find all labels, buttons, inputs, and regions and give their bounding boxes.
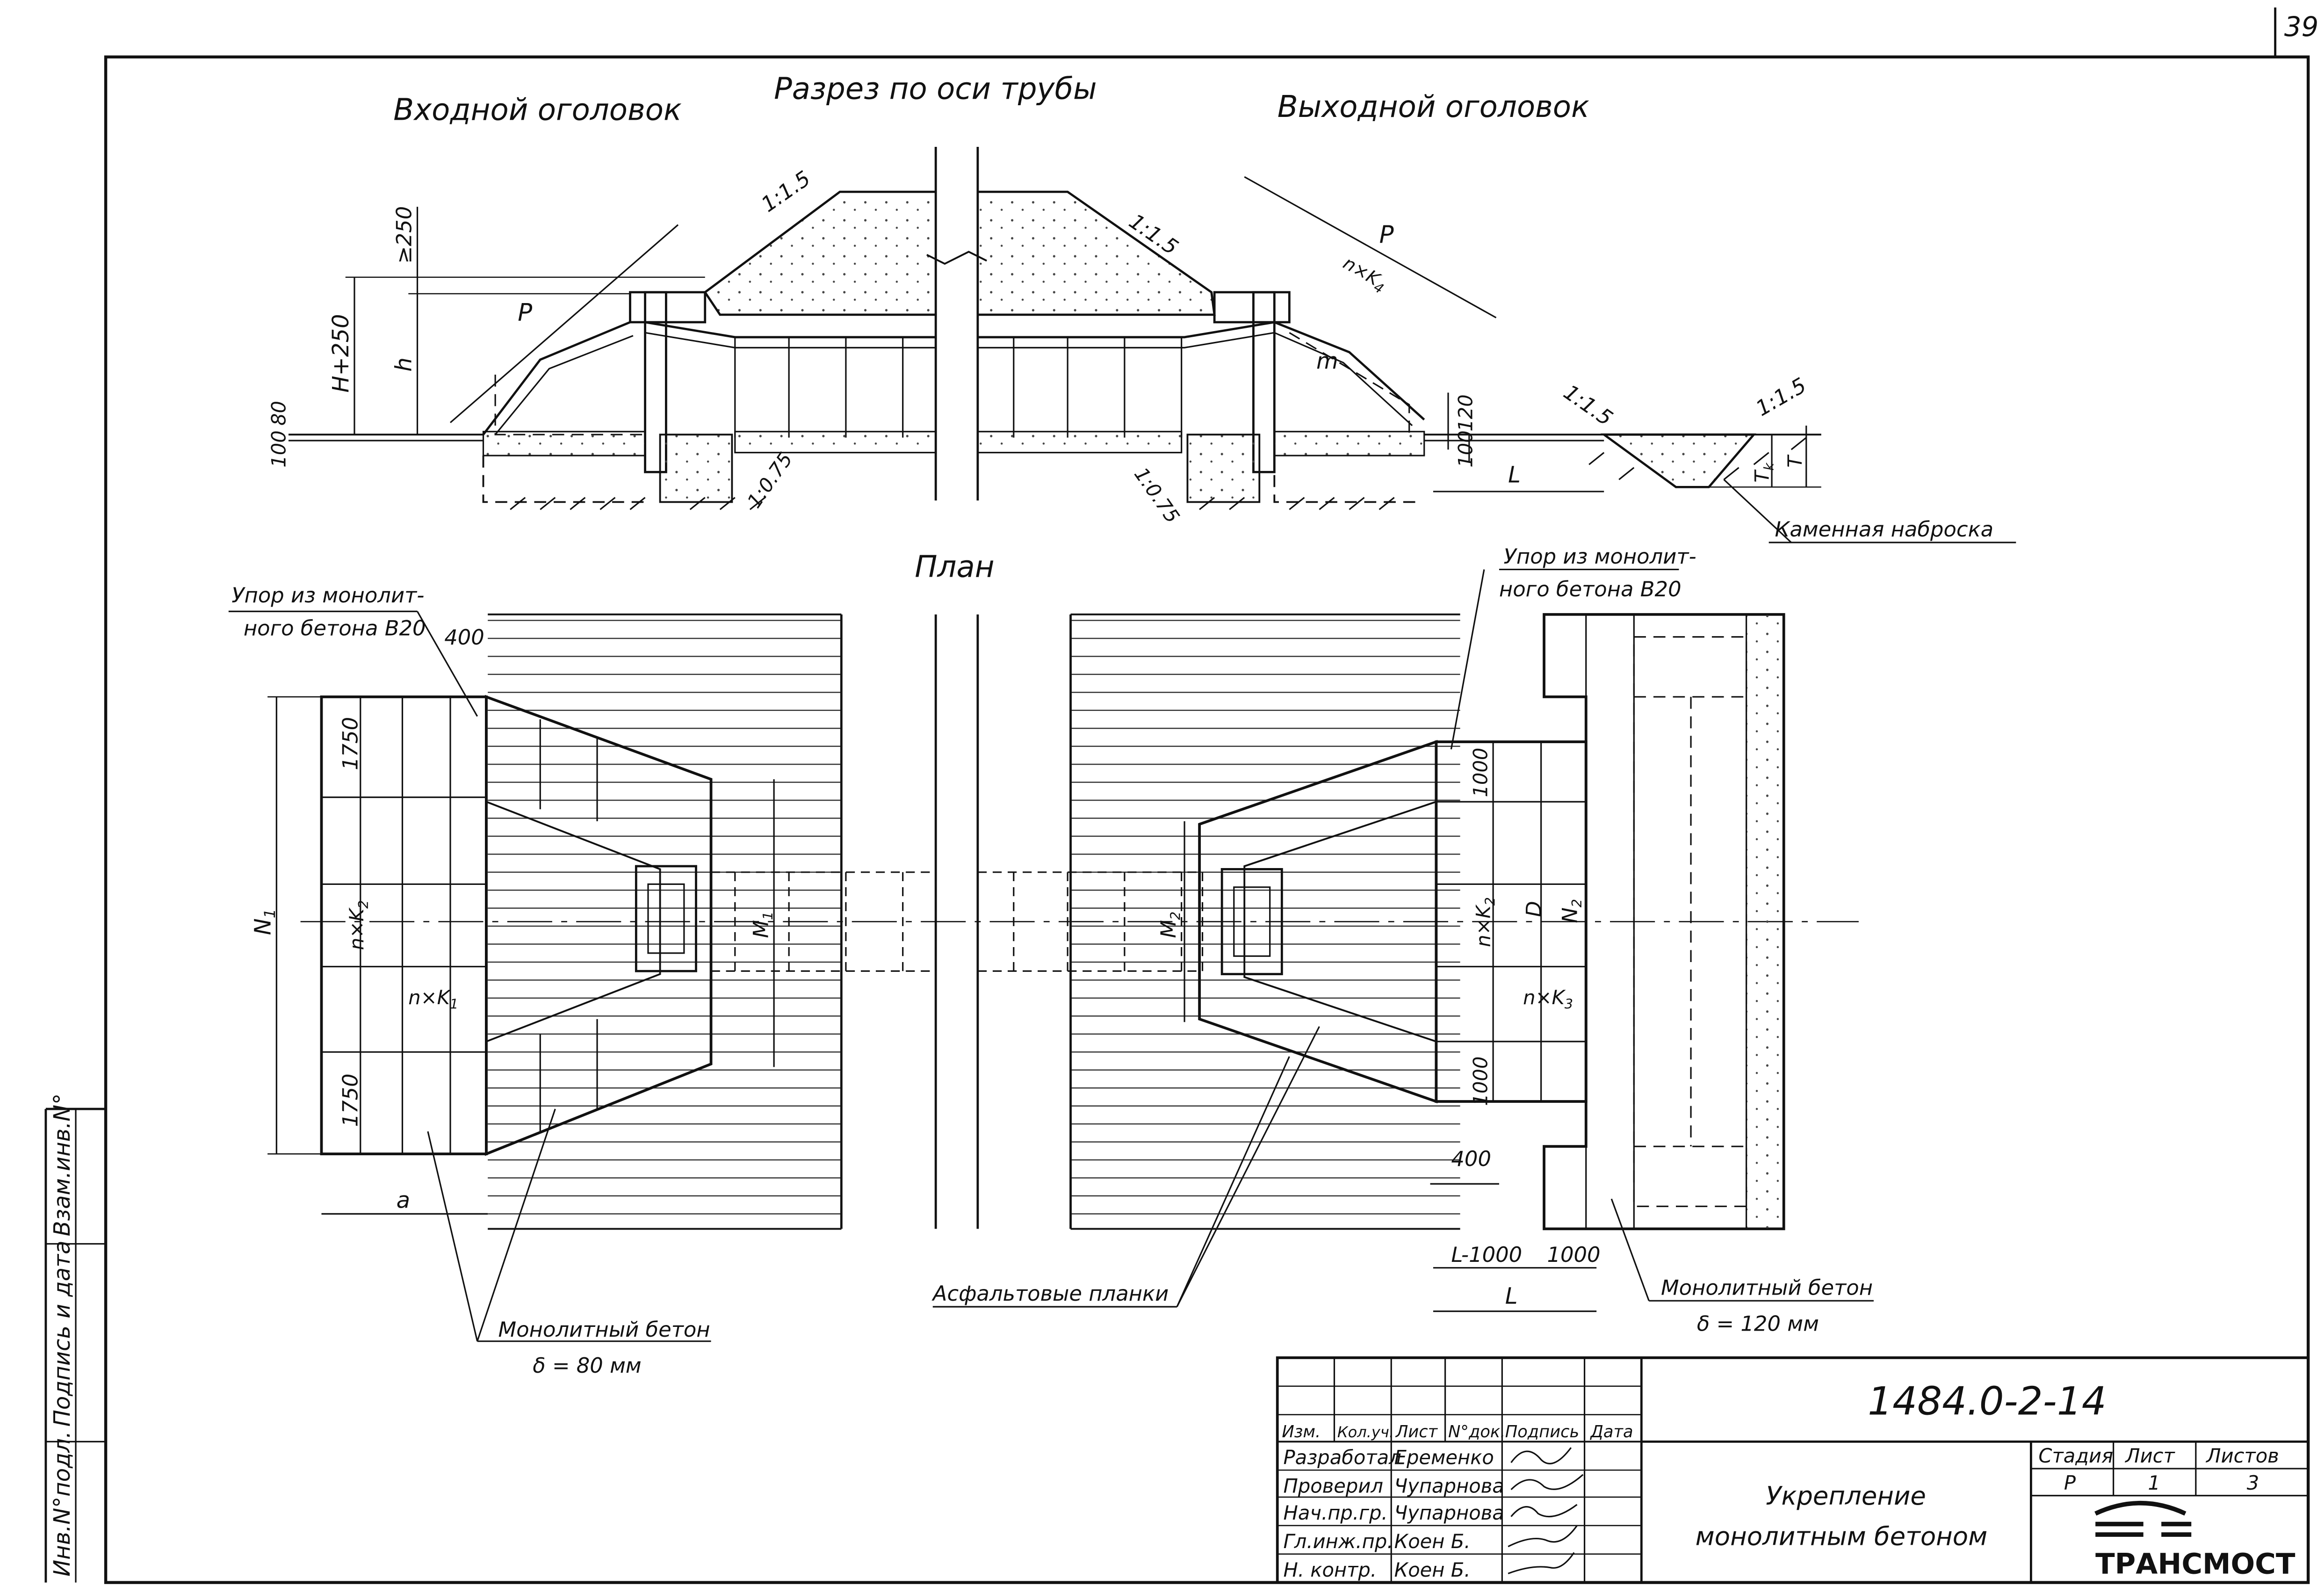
dim-n1: N1	[250, 909, 279, 935]
drawing-title-line1: Укрепление	[1766, 1481, 1926, 1511]
tb-header-change: Изм.	[1282, 1422, 1321, 1441]
dim-p-right: P	[1379, 221, 1394, 249]
slope-cut-left: 1:0.75	[743, 448, 797, 512]
dim-100-left: 100	[267, 430, 290, 467]
stamp-signature-date: Подпись и дата	[49, 1240, 75, 1426]
dim-nk1: n×K1	[408, 986, 458, 1012]
dim-tk: Tk	[1751, 462, 1777, 482]
tb-header-date: Дата	[1589, 1422, 1633, 1441]
dim-m2: M2	[1156, 912, 1184, 938]
tb-header-sheet: Лист	[1395, 1422, 1438, 1441]
dim-l-total: L	[1505, 1283, 1518, 1310]
plan-view	[228, 568, 1874, 1342]
slope-cut-right: 1:0.75	[1130, 463, 1184, 527]
doc-code: 1484.0-2-14	[1868, 1379, 2107, 1424]
tb-name-group-head: Чупарнова	[1394, 1501, 1504, 1524]
stop-left-line1: Упор из монолит-	[231, 583, 424, 608]
inlet-head-section	[482, 321, 646, 503]
asphalt-label: Асфальтовые планки	[931, 1281, 1169, 1306]
page-number: 39	[2284, 11, 2318, 43]
dim-h-plus-250: H+250	[328, 314, 354, 392]
sheets-label: Листов	[2205, 1444, 2279, 1467]
tb-role-group-head: Нач.пр.гр.	[1284, 1501, 1388, 1524]
sheet-label: Лист	[2124, 1444, 2175, 1467]
stamp-replace-inv: Взам.инв.N°	[49, 1093, 75, 1237]
company-logo: ТРАНСМОСТ	[2094, 1501, 2295, 1580]
dim-400-top: 400	[444, 625, 484, 650]
concrete-right-line2: δ = 120 мм	[1697, 1311, 1819, 1336]
dim-1000-end: 1000	[1547, 1242, 1600, 1267]
inlet-title: Входной оголовок	[393, 93, 682, 127]
slope-bank-right: 1:1.5	[1752, 373, 1811, 421]
tb-name-checker: Чупарнова	[1394, 1474, 1504, 1497]
tb-role-developer: Разработал	[1284, 1446, 1401, 1469]
stamp-inv-original: Инв.N°подл.	[49, 1431, 75, 1577]
slope-bank-left: 1:1.5	[1559, 379, 1617, 430]
dim-n2: N2	[1558, 899, 1585, 923]
dim-l-minus-1000: L-1000	[1451, 1242, 1522, 1267]
tb-name-chief-engineer: Коен Б.	[1394, 1530, 1471, 1553]
stage-label: Стадия	[2038, 1444, 2113, 1467]
dim-d: D	[1522, 901, 1546, 917]
dim-100-right: 100	[1454, 430, 1477, 467]
stop-right-line2: ного бетона В20	[1499, 577, 1682, 601]
stone-fill-ditch	[1600, 433, 1756, 488]
dim-nk2-left: n×K2	[345, 900, 371, 950]
tb-header-signature: Подпись	[1505, 1422, 1580, 1441]
dim-1000-bottom: 1000	[1469, 1057, 1492, 1106]
section-title: Разрез по оси трубы	[774, 72, 1097, 106]
tb-role-chief-engineer: Гл.инж.пр.	[1284, 1530, 1393, 1553]
dim-1750-top: 1750	[338, 717, 362, 770]
dim-1750-bottom: 1750	[338, 1073, 362, 1127]
concrete-left-line2: δ = 80 мм	[533, 1353, 642, 1378]
dim-400-bottom: 400	[1451, 1146, 1491, 1171]
sheets-value: 3	[2247, 1471, 2259, 1494]
tb-name-norm-control: Коен Б.	[1394, 1558, 1471, 1581]
stage-value: Р	[2064, 1471, 2076, 1494]
pipe-plan	[710, 871, 1204, 972]
outlet-apron-plan	[1198, 613, 1785, 1231]
stone-fill-label: Каменная наброска	[1775, 517, 1993, 542]
company-name: ТРАНСМОСТ	[2095, 1547, 2295, 1580]
tb-role-norm-control: Н. контр.	[1284, 1558, 1377, 1581]
dim-80-left: 80	[267, 401, 290, 426]
dim-m-section: m	[1316, 348, 1338, 374]
side-stamp: Инв.N°подл. Подпись и дата Взам.инв.N°	[49, 1093, 75, 1577]
tb-header-count: Кол.уч.	[1337, 1423, 1394, 1441]
signatures	[1508, 1447, 1584, 1574]
pipe-section	[629, 291, 1291, 503]
dim-120: 120	[1454, 394, 1477, 431]
dim-l-section: L	[1508, 462, 1521, 488]
tb-name-developer: Еременко	[1394, 1446, 1494, 1469]
dim-m1: M1	[748, 912, 776, 938]
tb-header-doc: N°док.	[1448, 1422, 1505, 1441]
sheet-frame	[44, 7, 2310, 1584]
outlet-title: Выходной оголовок	[1277, 90, 1589, 124]
dim-nk3: n×K3	[1523, 986, 1573, 1012]
title-block	[1276, 1356, 2310, 1584]
dim-nk2-right: n×K2	[1472, 897, 1498, 947]
stop-left-line2: ного бетона В20	[244, 616, 426, 641]
section-view	[288, 147, 2016, 543]
concrete-left-line1: Монолитный бетон	[498, 1317, 710, 1342]
outlet-head-section	[1273, 321, 1425, 503]
tb-role-checker: Проверил	[1284, 1474, 1384, 1497]
dim-p-left: P	[518, 299, 532, 327]
plan-title: План	[915, 550, 994, 585]
slope-main-left: 1:1.5	[757, 166, 815, 217]
stop-right-line1: Упор из монолит-	[1504, 544, 1696, 569]
dim-ge250: ≥250	[392, 206, 417, 264]
dim-t: T	[1783, 454, 1806, 468]
dim-nk4: n×K4	[1338, 253, 1391, 297]
concrete-right-line1: Монолитный бетон	[1661, 1275, 1873, 1300]
sheet-value: 1	[2148, 1471, 2160, 1494]
inlet-apron-plan	[320, 695, 713, 1156]
dim-1000-top: 1000	[1469, 748, 1492, 797]
drawing-title-line2: монолитным бетоном	[1696, 1521, 1988, 1551]
dim-h: h	[391, 357, 417, 371]
dim-a: a	[397, 1188, 410, 1214]
